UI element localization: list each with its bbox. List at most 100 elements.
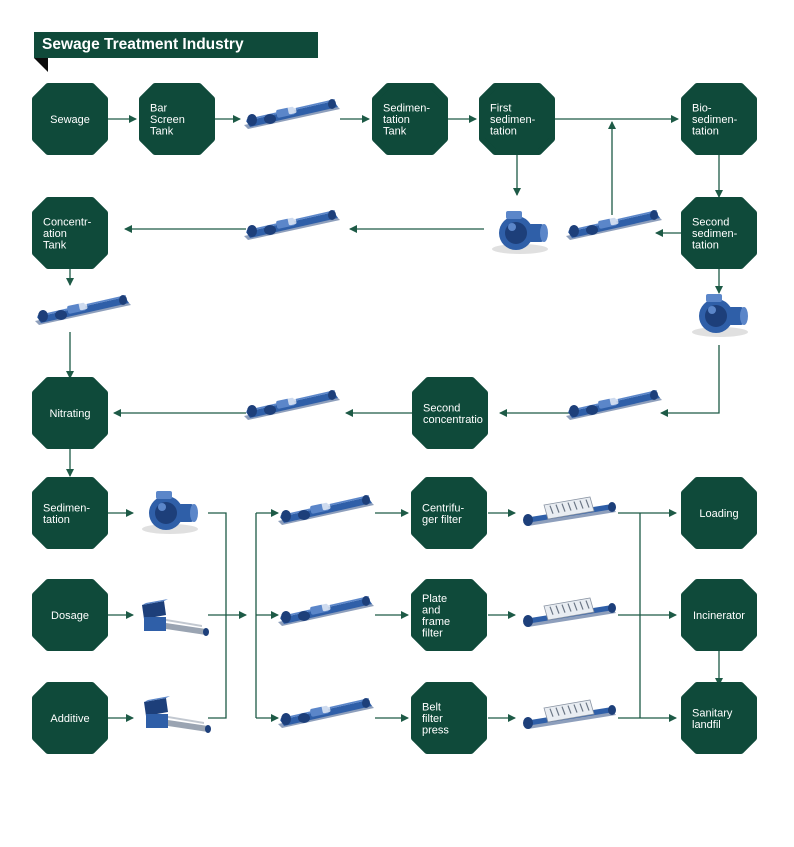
node-shape: [479, 83, 555, 155]
centrifugal-pump-icon: [142, 491, 198, 534]
hopper-screw-pump-icon: [523, 496, 616, 526]
node-sewage: Sewage: [32, 83, 108, 155]
screw-pump-icon: [278, 698, 374, 728]
node-incinerator: Incinerator: [681, 579, 757, 651]
node-centrifuger-filter: Centrifu-ger filter: [411, 477, 487, 549]
screw-pump-icon: [244, 210, 340, 240]
node-shape: [411, 682, 487, 754]
node-label: Sedimen-: [383, 103, 430, 115]
node-label: Screen: [150, 114, 185, 126]
dosing-pump-icon: [142, 599, 209, 636]
node-label: tation: [692, 240, 719, 252]
node-shape: [32, 682, 108, 754]
screw-pump-icon: [566, 390, 662, 420]
node-label: ation: [43, 228, 67, 240]
node-label: Sewage: [50, 114, 90, 126]
node-label: sedimen-: [692, 114, 738, 126]
node-label: landfil: [692, 719, 721, 731]
node-nitrating: Nitrating: [32, 377, 108, 449]
banner-shape: [34, 32, 318, 72]
node-shape: [32, 477, 108, 549]
node-label: Additive: [50, 713, 89, 725]
screw-pump-icon: [278, 495, 374, 525]
node-shape: [412, 377, 488, 449]
screw-pump-icon: [278, 596, 374, 626]
node-label: Bio-: [692, 103, 712, 115]
node-shape: [32, 197, 108, 269]
node-label: Sedimen-: [43, 502, 90, 514]
node-shape: [32, 579, 108, 651]
node-label: Second: [423, 402, 460, 414]
node-label: Incinerator: [693, 610, 745, 622]
node-label: Loading: [699, 508, 738, 520]
screw-pump-icon: [244, 390, 340, 420]
node-label: sedimen-: [692, 228, 738, 240]
node-label: tation: [383, 114, 410, 126]
node-label: Nitrating: [50, 408, 91, 420]
node-shape: [411, 579, 487, 651]
node-label: filter: [422, 627, 443, 639]
node-label: Belt: [422, 702, 441, 714]
node-label: Dosage: [51, 610, 89, 622]
node-label: Tank: [43, 240, 67, 252]
node-shape: [681, 579, 757, 651]
node-label: sedimen-: [490, 114, 536, 126]
node-label: Bar: [150, 103, 167, 115]
flow-arrows: [66, 115, 723, 722]
node-shape: [681, 477, 757, 549]
node-shape: [32, 83, 108, 155]
screw-pump-icon: [244, 99, 340, 129]
process-nodes: SewageBarScreenTankSedimen-tationTankFir…: [32, 83, 757, 754]
node-label: First: [490, 103, 511, 115]
node-shape: [139, 83, 215, 155]
page-title: Sewage Treatment Industry: [42, 36, 244, 53]
node-label: Tank: [383, 126, 407, 138]
node-dosage: Dosage: [32, 579, 108, 651]
node-label: ger filter: [422, 514, 462, 526]
node-label: and: [422, 604, 440, 616]
screw-pump-icon: [35, 295, 131, 325]
screw-pump-icon: [566, 210, 662, 240]
node-label: Second: [692, 217, 729, 229]
node-label: filter: [422, 713, 443, 725]
node-label: frame: [422, 616, 450, 628]
centrifugal-pump-icon: [692, 294, 748, 337]
node-loading: Loading: [681, 477, 757, 549]
node-label: tation: [490, 126, 517, 138]
node-label: Tank: [150, 126, 174, 138]
node-bio-sedimentation: Bio-sedimen-tation: [681, 83, 757, 155]
dosing-pump-icon: [144, 696, 211, 733]
node-shape: [32, 377, 108, 449]
node-sedimentation: Sedimen-tation: [32, 477, 108, 549]
hopper-screw-pump-icon: [523, 597, 616, 627]
node-label: Centrifu-: [422, 502, 465, 514]
node-shape: [681, 682, 757, 754]
node-shape: [681, 197, 757, 269]
node-label: tation: [692, 126, 719, 138]
arrow-pump-b-to-screw-pump: [660, 345, 720, 417]
node-label: concentratio: [423, 414, 483, 426]
node-label: Plate: [422, 593, 447, 605]
node-label: press: [422, 725, 449, 737]
node-additive: Additive: [32, 682, 108, 754]
node-shape: [681, 83, 757, 155]
hopper-screw-pump-icon: [523, 699, 616, 729]
title-banner: Sewage Treatment Industry: [34, 32, 318, 72]
equipment-layer: [35, 99, 748, 733]
node-label: Sanitary: [692, 707, 733, 719]
centrifugal-pump-icon: [492, 211, 548, 254]
node-label: Concentr-: [43, 217, 92, 229]
node-shape: [372, 83, 448, 155]
node-label: tation: [43, 514, 70, 526]
node-shape: [411, 477, 487, 549]
